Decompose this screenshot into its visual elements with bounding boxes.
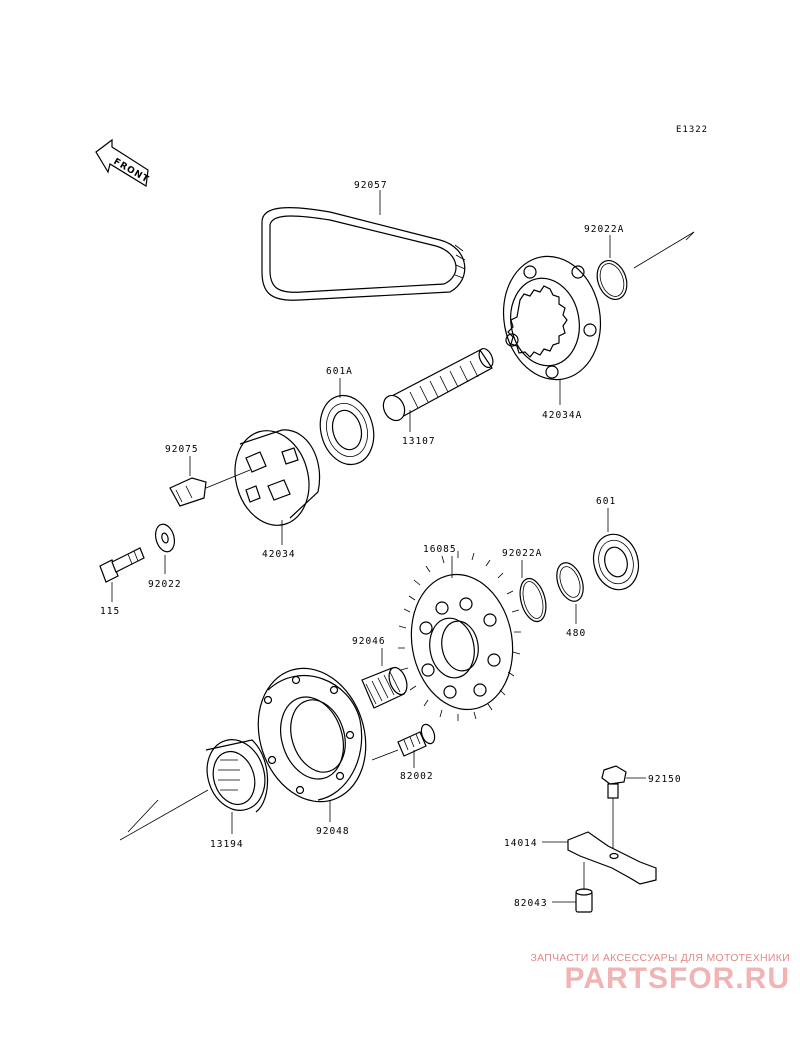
diagram-code: E1322	[676, 125, 708, 135]
label-92022a-top: 92022A	[584, 224, 624, 235]
label-92075: 92075	[165, 444, 199, 455]
label-16085: 16085	[423, 544, 457, 555]
o-ring-92022a-mid	[519, 577, 547, 623]
front-arrow-icon: FRONT	[95, 138, 151, 187]
label-601: 601	[596, 496, 616, 507]
label-92022: 92022	[148, 579, 182, 590]
damper-holder-42034	[234, 429, 321, 526]
clutch-housing-92048	[257, 667, 367, 803]
gear-16085	[398, 551, 521, 721]
shaft-13107	[382, 347, 494, 422]
label-92022a-mid: 92022A	[502, 548, 542, 559]
label-42034: 42034	[262, 549, 296, 560]
bracket-14014	[567, 831, 657, 885]
label-13107: 13107	[402, 436, 436, 447]
label-480: 480	[566, 628, 586, 639]
sprocket-hub-42034a	[502, 255, 602, 381]
label-92048: 92048	[316, 826, 350, 837]
label-82043: 82043	[514, 898, 548, 909]
label-13194: 13194	[210, 839, 244, 850]
watermark-tagline: ЗАПЧАСТИ И АКСЕССУАРЫ ДЛЯ МОТОТЕХНИКИ	[530, 952, 790, 964]
label-82002: 82002	[400, 771, 434, 782]
collar-82002	[397, 723, 436, 757]
o-ring-92022a-top	[596, 260, 628, 300]
washer-92022	[154, 523, 176, 553]
bearing-601	[592, 533, 640, 591]
watermark-brand: PARTSFOR.RU	[564, 962, 790, 995]
bolt-92150	[601, 765, 627, 799]
snap-ring-480	[556, 562, 584, 602]
label-92150: 92150	[648, 774, 682, 785]
one-way-clutch-13194	[205, 739, 269, 813]
bearing-601a	[319, 394, 375, 466]
needle-bearing-92046	[361, 666, 408, 709]
collar-82043	[575, 888, 593, 913]
label-92046: 92046	[352, 636, 386, 647]
chain-92057	[261, 207, 466, 301]
bolt-115	[99, 547, 145, 583]
label-601a: 601A	[326, 366, 353, 377]
damper-rubber-92075	[169, 477, 207, 507]
label-92057: 92057	[354, 180, 388, 191]
label-42034a: 42034A	[542, 410, 582, 421]
label-115: 115	[100, 606, 120, 617]
label-14014: 14014	[504, 838, 538, 849]
